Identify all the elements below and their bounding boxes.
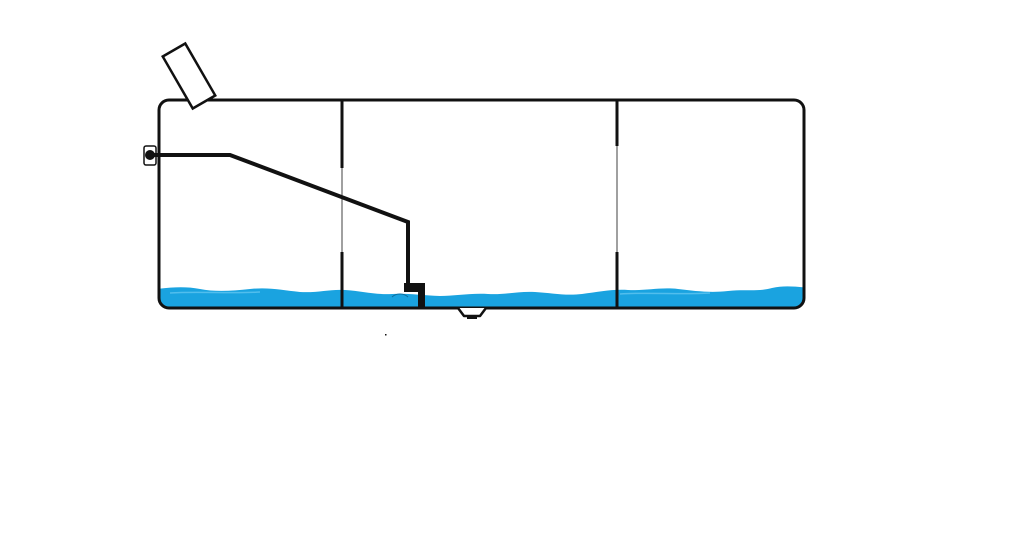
pipe-pickup bbox=[391, 283, 425, 307]
stray-mark bbox=[385, 334, 387, 336]
water-highlight bbox=[169, 291, 711, 295]
water-surface bbox=[159, 286, 804, 308]
suction-pipe bbox=[150, 153, 410, 290]
water-body bbox=[159, 286, 804, 308]
fill-neck bbox=[161, 41, 217, 111]
bottom-drain bbox=[457, 307, 487, 319]
tank-outline bbox=[157, 98, 806, 310]
